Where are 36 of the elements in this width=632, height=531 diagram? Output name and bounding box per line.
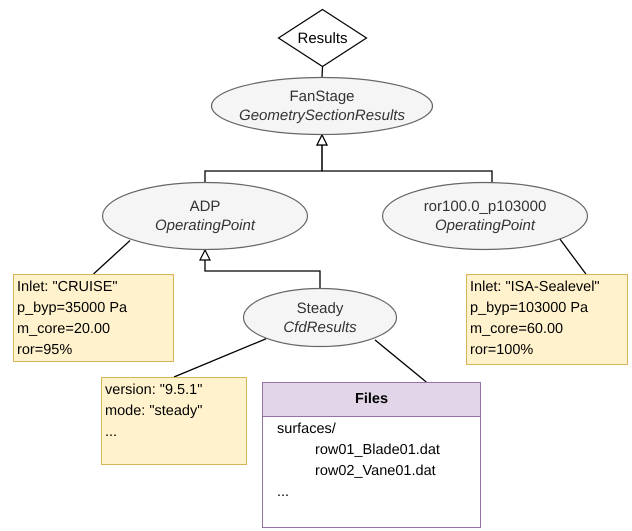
note-text: ... — [105, 423, 118, 442]
note-text: ror=100% — [470, 341, 534, 360]
note-text: version: "9.5.1" — [105, 381, 202, 400]
file-entry: ... — [277, 483, 290, 502]
connector-line — [321, 66, 324, 78]
file-list-box — [262, 382, 481, 528]
decision-label: Results — [297, 30, 348, 46]
note-box — [466, 274, 628, 365]
connector-line — [374, 339, 427, 382]
class-name: ADP — [190, 197, 220, 216]
note-box — [101, 377, 247, 465]
class-name: Steady — [296, 298, 344, 318]
note-text: mode: "steady" — [105, 402, 202, 421]
header-band: Files — [263, 383, 480, 417]
class-name: FanStage — [289, 87, 355, 106]
note-text: ror=95% — [17, 341, 72, 360]
connector-line — [174, 338, 266, 378]
file-entry: row02_Vane01.dat — [315, 462, 436, 481]
inheritance-arrow — [199, 249, 321, 288]
note-text: Inlet: "ISA-Sealevel" — [470, 278, 600, 297]
note-box — [13, 274, 174, 362]
note-text: Inlet: "CRUISE" — [17, 278, 118, 297]
note-text: m_core=60.00 — [470, 320, 564, 339]
note-text: m_core=20.00 — [17, 320, 110, 339]
connector-line — [93, 240, 130, 274]
class-type: GeometrySectionResults — [239, 106, 405, 125]
note-text: p_byp=103000 Pa — [470, 299, 588, 318]
class-name: ror100.0_p103000 — [424, 197, 546, 216]
note-text: p_byp=35000 Pa — [17, 299, 128, 318]
file-entry: row01_Blade01.dat — [315, 441, 440, 460]
class-type: OperatingPoint — [154, 216, 256, 235]
connector-line — [559, 238, 586, 274]
inheritance-arrow — [316, 134, 493, 182]
class-type: OperatingPoint — [434, 216, 536, 235]
class-type: CfdResults — [283, 318, 357, 336]
file-entry: surfaces/ — [277, 420, 336, 439]
